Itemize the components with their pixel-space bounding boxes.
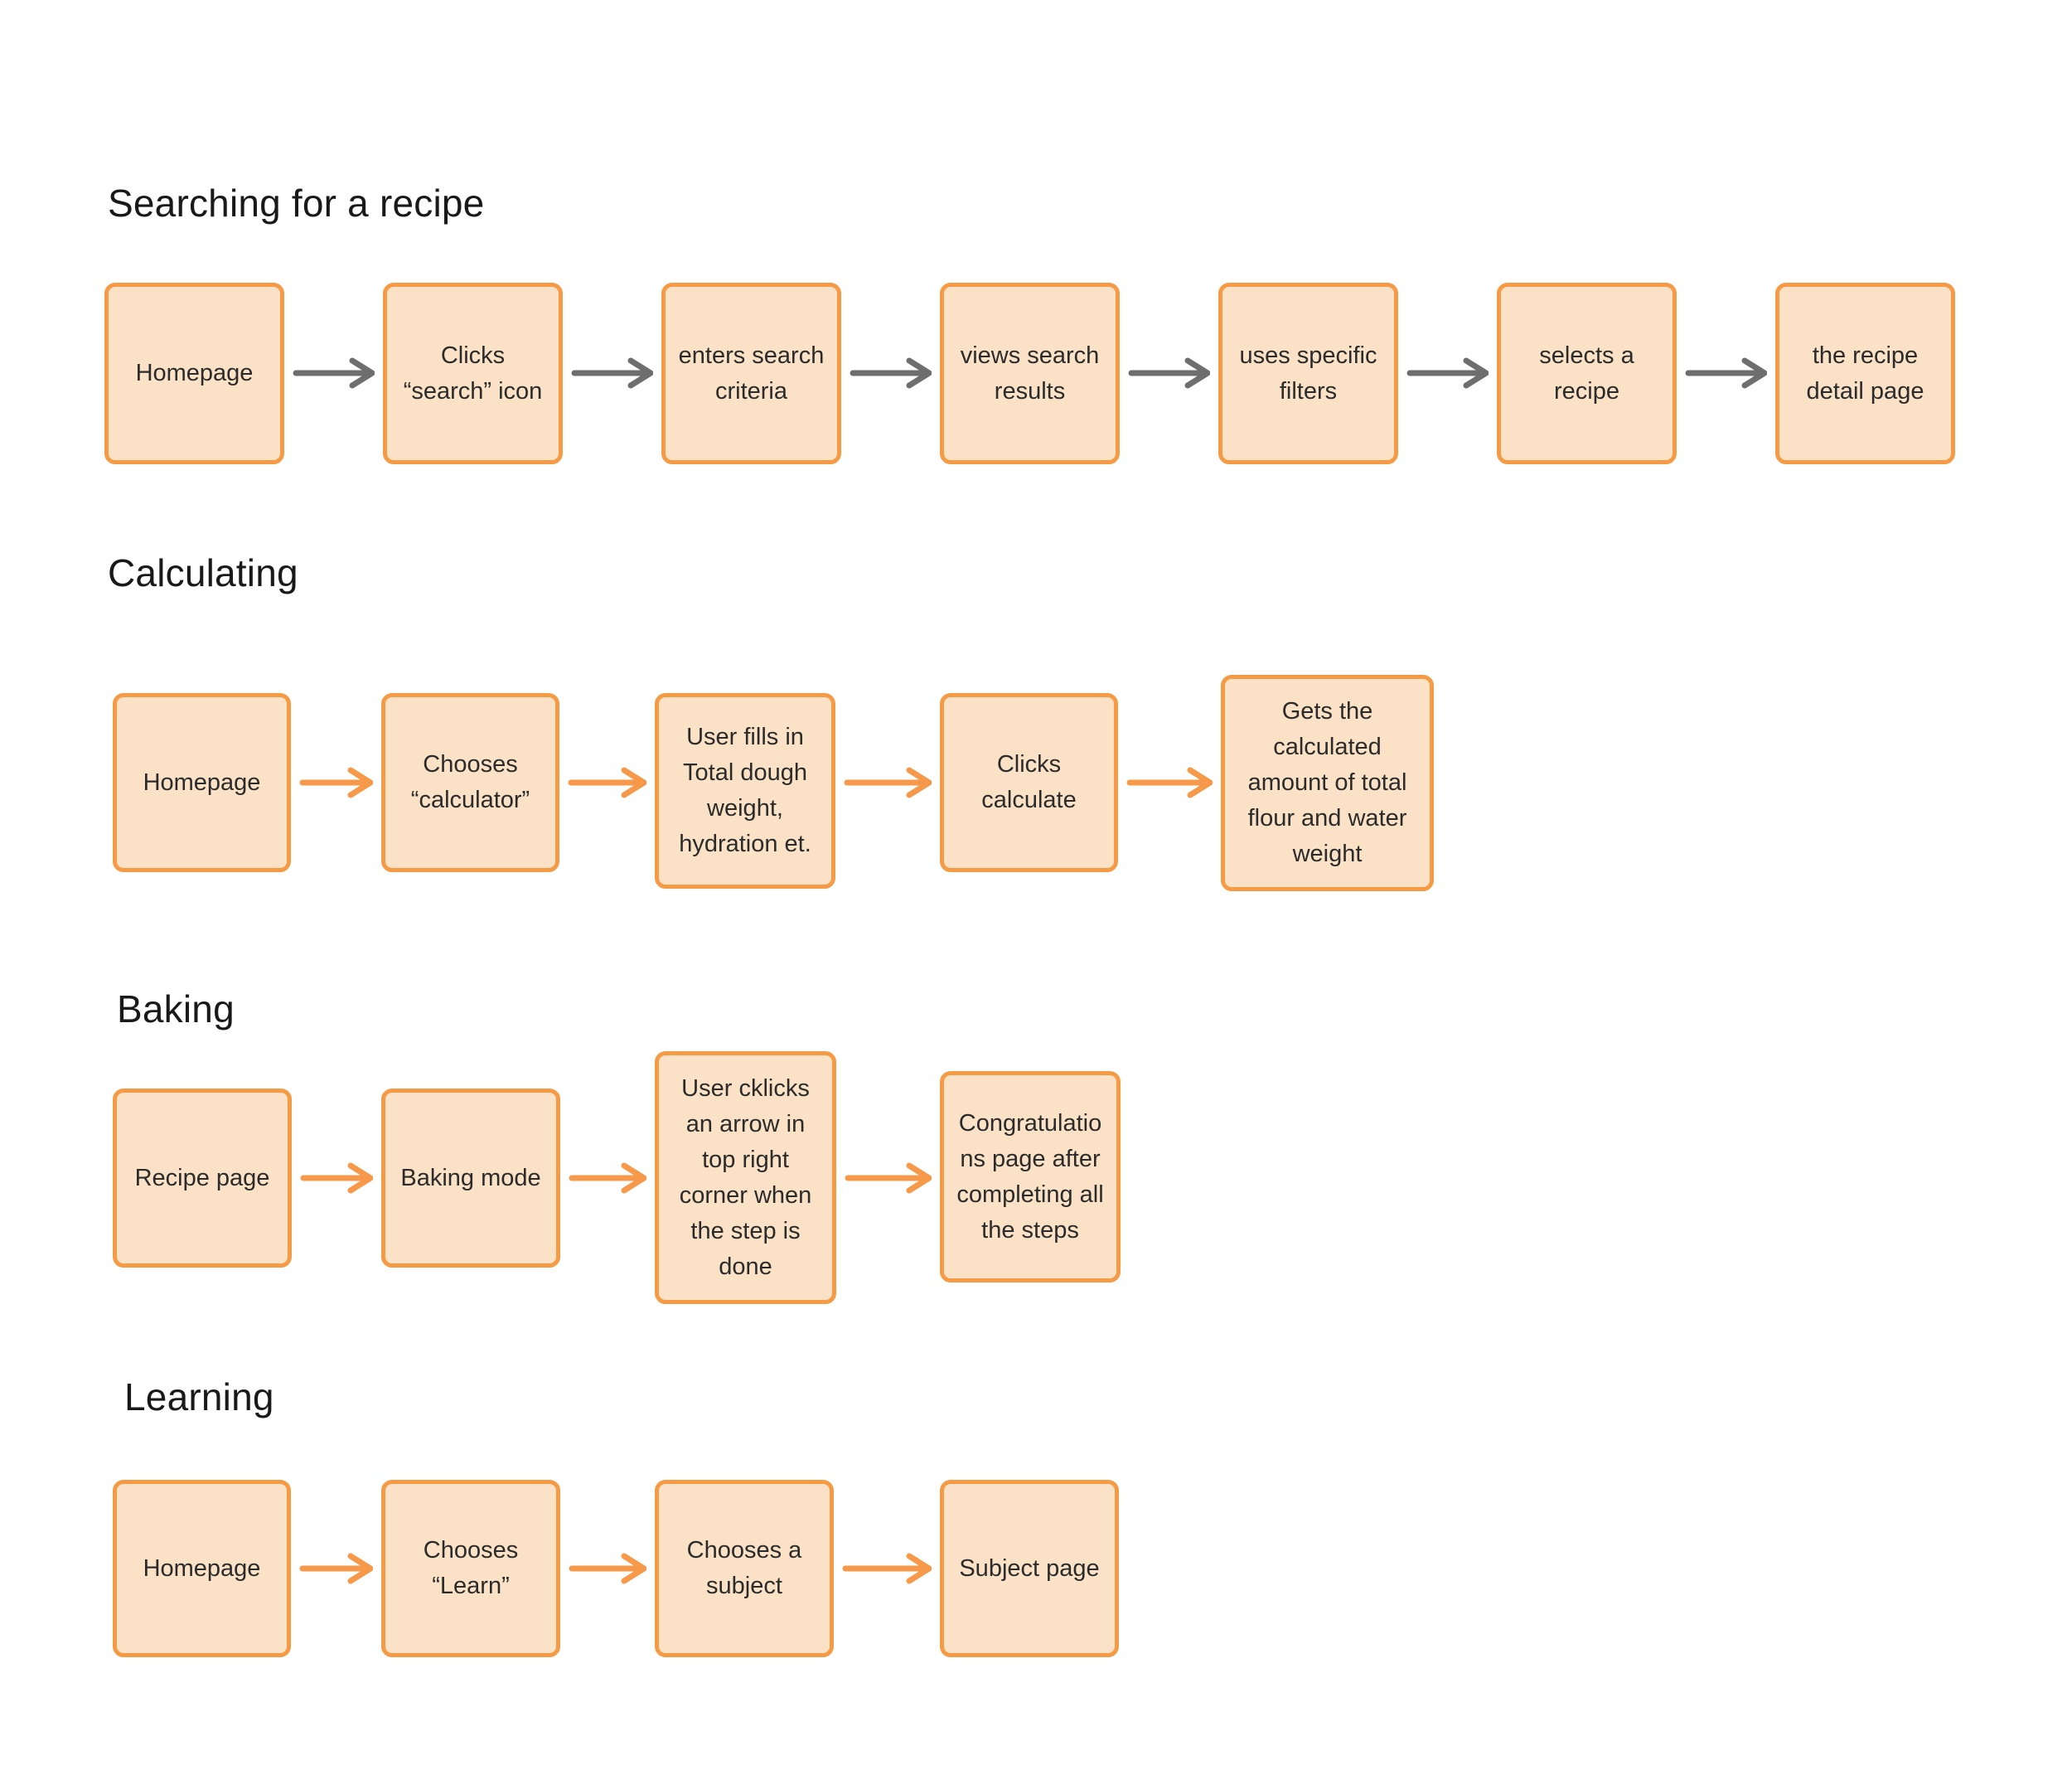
flow-node[interactable]: Congratulations page after completing al… <box>940 1071 1121 1283</box>
flow-arrow-icon <box>569 1162 646 1194</box>
flow-arrow-icon <box>1406 357 1489 389</box>
section-title-learning: Learning <box>124 1375 274 1418</box>
flow-arrow-icon <box>842 1553 932 1584</box>
flow-node[interactable]: uses specific filters <box>1218 283 1398 464</box>
flow-arrow-icon <box>568 767 646 798</box>
flow-node-label: Homepage <box>143 1554 261 1582</box>
flow-arrow-icon <box>293 357 375 389</box>
flow-node-label: selects a recipe <box>1539 342 1634 405</box>
flow-node-label: Homepage <box>143 769 261 796</box>
flow-node[interactable]: Homepage <box>104 283 284 464</box>
flow-node-label: Congratulations page after completing al… <box>956 1109 1104 1244</box>
flow-node-label: Chooses “Learn” <box>423 1537 519 1599</box>
flow-node-label: User cklicks an arrow in top right corne… <box>679 1074 812 1280</box>
flow-node[interactable]: Baking mode <box>381 1089 560 1268</box>
section-title-baking: Baking <box>117 987 235 1030</box>
flow-arrow-icon <box>1126 767 1213 798</box>
flow-node-label: Baking mode <box>400 1164 541 1191</box>
flow-arrow-icon <box>1128 357 1210 389</box>
flow-arrow-icon <box>300 1162 373 1194</box>
flow-node[interactable]: Clicks “search” icon <box>383 283 563 464</box>
flow-node-label: uses specific filters <box>1239 342 1377 405</box>
flow-node-label: views search results <box>960 342 1100 405</box>
flow-node-label: Homepage <box>135 360 254 386</box>
section-title-calculating: Calculating <box>108 551 298 594</box>
flow-node[interactable]: User cklicks an arrow in top right corne… <box>655 1051 836 1304</box>
flow-arrow-icon <box>569 1553 646 1584</box>
flow-node[interactable]: Gets the calculated amount of total flou… <box>1221 675 1434 891</box>
flow-arrow-icon <box>850 357 932 389</box>
flow-node[interactable]: Homepage <box>113 1480 291 1657</box>
flow-arrow-icon <box>1685 357 1767 389</box>
flow-node[interactable]: Subject page <box>940 1480 1119 1657</box>
flow-node[interactable]: User fills in Total dough weight, hydrat… <box>655 693 835 889</box>
flow-arrow-icon <box>844 767 932 798</box>
flow-node[interactable]: Chooses “calculator” <box>381 693 559 872</box>
flow-node[interactable]: Chooses “Learn” <box>381 1480 560 1657</box>
flow-arrow-icon <box>299 1553 373 1584</box>
flow-node[interactable]: Clicks calculate <box>940 693 1118 872</box>
flow-node-label: enters search criteria <box>678 342 825 405</box>
flow-node[interactable]: Homepage <box>113 693 291 872</box>
flow-node-label: the recipe detail page <box>1806 342 1924 405</box>
flow-node[interactable]: the recipe detail page <box>1775 283 1955 464</box>
flow-node[interactable]: selects a recipe <box>1497 283 1677 464</box>
section-title-searching: Searching for a recipe <box>108 182 485 225</box>
flow-arrow-icon <box>845 1162 932 1194</box>
flow-node[interactable]: Chooses a subject <box>655 1480 834 1657</box>
flow-node-label: Recipe page <box>134 1164 270 1191</box>
flow-node-label: Clicks calculate <box>981 751 1077 813</box>
flow-node-label: User fills in Total dough weight, hydrat… <box>679 724 811 857</box>
flow-node-label: Clicks “search” icon <box>403 342 543 405</box>
flow-node-label: Gets the calculated amount of total flou… <box>1247 698 1407 867</box>
flow-node-label: Chooses a subject <box>686 1537 802 1599</box>
flow-arrow-icon <box>299 767 373 798</box>
flow-node[interactable]: Recipe page <box>113 1089 292 1268</box>
flow-node-label: Subject page <box>959 1554 1100 1582</box>
flow-arrow-icon <box>571 357 653 389</box>
flow-node[interactable]: enters search criteria <box>661 283 841 464</box>
flow-node[interactable]: views search results <box>940 283 1120 464</box>
flow-node-label: Chooses “calculator” <box>410 751 530 813</box>
